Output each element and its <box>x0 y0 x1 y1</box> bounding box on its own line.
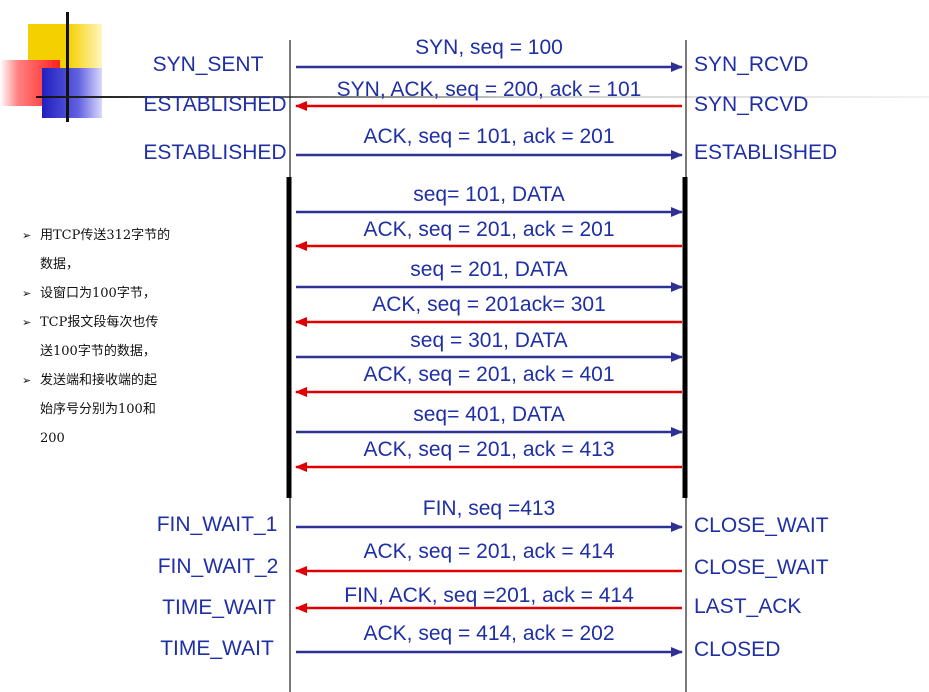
message-label: ACK, seq = 201, ack = 414 <box>363 540 615 563</box>
client-state-label: ESTABLISHED <box>143 141 287 164</box>
client-state-label: SYN_SENT <box>152 53 264 76</box>
logo-horizontal-line <box>36 96 929 98</box>
bullet-arrow-icon: ➢ <box>22 374 32 387</box>
message-label: ACK, seq = 201ack= 301 <box>372 293 606 316</box>
message-label: seq = 201, DATA <box>410 258 568 281</box>
bullet-arrow-icon: ➢ <box>22 287 32 300</box>
note-item: ➢ 用TCP传送312字节的 <box>22 221 192 250</box>
note-item: 始序号分别为100和 <box>22 395 192 424</box>
client-state-label: TIME_WAIT <box>162 596 276 619</box>
message-label: SYN, seq = 100 <box>415 36 563 59</box>
message-label: seq= 401, DATA <box>413 403 565 426</box>
server-state-label: SYN_RCVD <box>694 53 809 76</box>
server-state-label: CLOSE_WAIT <box>694 514 829 537</box>
message-label: ACK, seq = 101, ack = 201 <box>363 125 615 148</box>
note-item: 数据， <box>22 250 192 279</box>
note-text: 200 <box>40 431 65 446</box>
bullet-arrow-icon: ➢ <box>22 316 32 329</box>
client-state-label: FIN_WAIT_1 <box>156 513 278 536</box>
notes-list: ➢ 用TCP传送312字节的 数据， ➢ 设窗口为100字节， ➢ TCP报文段每次也… <box>22 221 192 453</box>
bullet-arrow-icon: ➢ <box>22 229 32 242</box>
server-state-label: CLOSE_WAIT <box>694 556 829 579</box>
message-label: ACK, seq = 414, ack = 202 <box>363 622 615 645</box>
message-label: seq= 101, DATA <box>413 183 565 206</box>
message-label: ACK, seq = 201, ack = 401 <box>363 363 615 386</box>
note-item: 200 <box>22 424 192 453</box>
client-state-label: TIME_WAIT <box>160 637 274 660</box>
message-label: SYN, ACK, seq = 200, ack = 101 <box>336 78 642 101</box>
server-state-label: CLOSED <box>694 638 781 661</box>
note-item: ➢ TCP报文段每次也传 <box>22 308 192 337</box>
note-text: 设窗口为100字节， <box>40 286 156 301</box>
note-text: 发送端和接收端的起 <box>40 373 158 388</box>
message-label: seq = 301, DATA <box>410 329 568 352</box>
message-label: ACK, seq = 201, ack = 201 <box>363 218 615 241</box>
server-state-label: ESTABLISHED <box>694 141 838 164</box>
note-text: 用TCP传送312字节的 <box>40 228 171 243</box>
message-label: ACK, seq = 201, ack = 413 <box>363 438 615 461</box>
note-text: 始序号分别为100和 <box>40 402 156 417</box>
note-item: ➢ 设窗口为100字节， <box>22 279 192 308</box>
logo-blue-square <box>42 68 102 118</box>
note-text: 数据， <box>40 257 80 272</box>
logo-vertical-line <box>66 12 69 122</box>
message-label: FIN, seq =413 <box>422 497 556 520</box>
note-item: ➢ 发送端和接收端的起 <box>22 366 192 395</box>
server-state-label: LAST_ACK <box>694 595 802 618</box>
client-state-label: FIN_WAIT_2 <box>157 555 279 578</box>
client-state-label: ESTABLISHED <box>143 93 287 116</box>
note-text: TCP报文段每次也传 <box>40 315 159 330</box>
note-item: 送100字节的数据， <box>22 337 192 366</box>
server-state-label: SYN_RCVD <box>694 93 809 116</box>
note-text: 送100字节的数据， <box>40 344 156 359</box>
message-label: FIN, ACK, seq =201, ack = 414 <box>344 584 634 607</box>
